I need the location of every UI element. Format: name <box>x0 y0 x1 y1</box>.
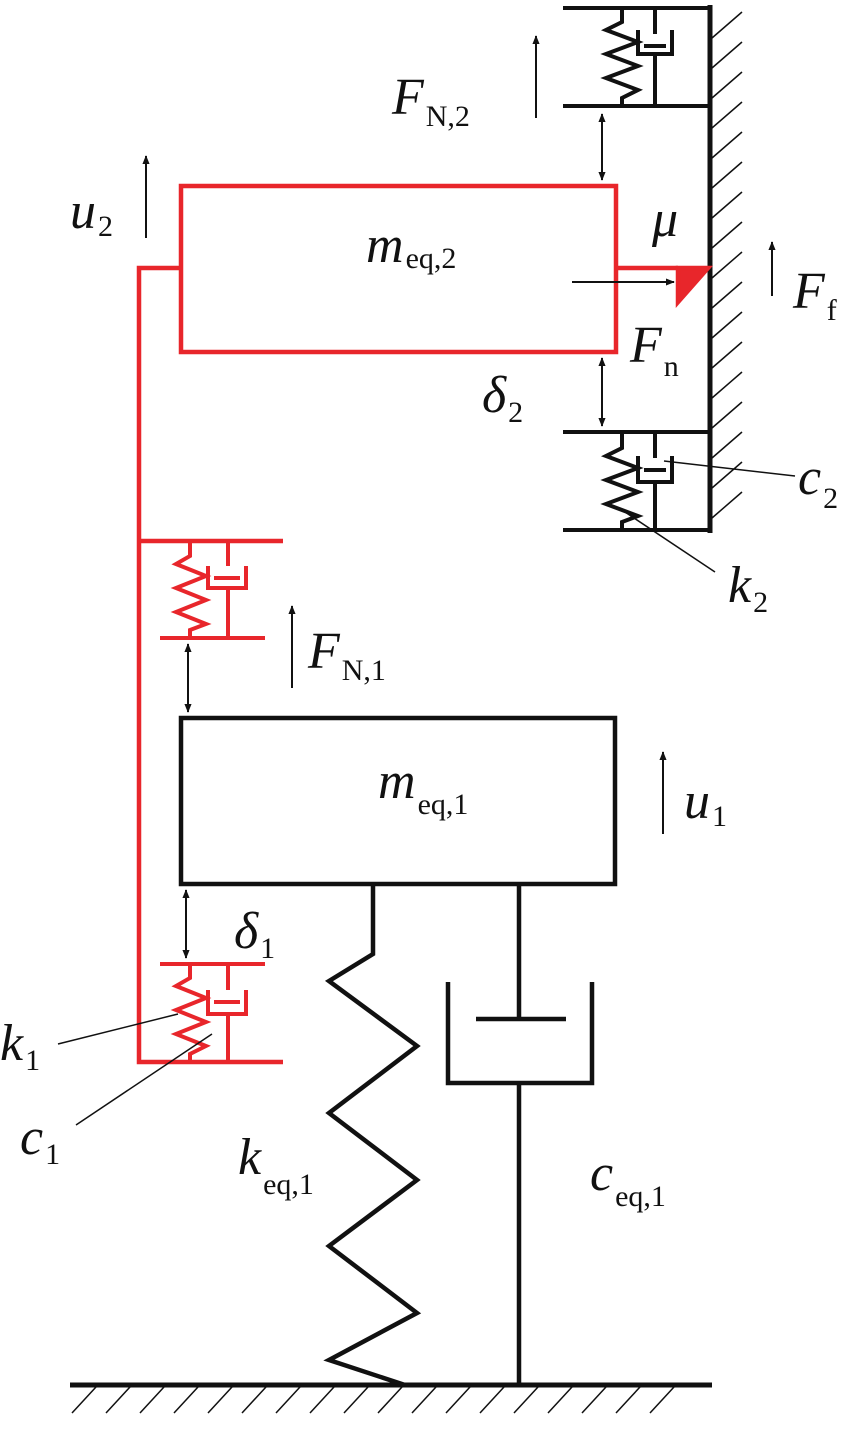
mass-eq-1 <box>178 715 618 887</box>
upper-contact-spring-damper <box>563 6 710 108</box>
ground-hatch <box>139 1386 165 1414</box>
label-fn: Fn <box>629 317 679 383</box>
label-fn2: FN,2 <box>391 69 470 133</box>
wall-hatch <box>711 461 743 489</box>
ground-hatch <box>547 1386 573 1414</box>
labels: meq,2 meq,1 u2 u1 FN,2 FN,1 Ff Fn μ δ2 δ… <box>0 69 838 1213</box>
label-ceq1: ceq,1 <box>590 1145 666 1213</box>
wall-hatch <box>711 311 743 339</box>
damper-ceq-1 <box>445 884 595 1385</box>
wall-hatch <box>711 131 743 159</box>
wall-hatch <box>711 251 743 279</box>
wall-hatch <box>711 161 743 189</box>
ground-hatch <box>581 1386 607 1414</box>
label-k2: k2 <box>728 557 768 619</box>
label-meq2: meq,2 <box>366 217 456 275</box>
ground-hatch <box>445 1386 471 1414</box>
wall-hatch <box>711 11 743 39</box>
label-k1: k1 <box>0 1015 40 1077</box>
wall-hatch <box>711 71 743 99</box>
label-keq1: keq,1 <box>238 1129 314 1201</box>
ground-hatch <box>275 1386 301 1414</box>
label-fn1: FN,1 <box>307 623 386 687</box>
wall-hatch <box>711 491 743 519</box>
wall-hatch <box>711 191 743 219</box>
label-mu: μ <box>651 191 678 248</box>
ground-hatch <box>615 1386 641 1414</box>
wall-hatch <box>711 341 743 369</box>
wall-hatch <box>711 431 743 459</box>
ground-hatch <box>105 1386 131 1414</box>
wall-hatch <box>711 371 743 399</box>
wall-hatch <box>711 101 743 129</box>
ground-hatch <box>309 1386 335 1414</box>
label-delta1: δ1 <box>234 903 275 965</box>
spring-keq-1 <box>323 884 422 1388</box>
mass-eq-1-group <box>178 715 618 887</box>
lower-contact-spring-damper <box>563 430 710 532</box>
wall-hatch <box>711 41 743 69</box>
right-wall <box>707 5 743 533</box>
label-delta2: δ2 <box>482 367 523 429</box>
ground-hatch <box>173 1386 199 1414</box>
ground-hatch <box>649 1386 675 1414</box>
wall-hatch <box>711 281 743 309</box>
label-u1: u1 <box>684 773 727 833</box>
arrows <box>142 35 776 959</box>
label-c2: c2 <box>798 449 838 515</box>
ground-hatch <box>343 1386 369 1414</box>
ground-hatch <box>411 1386 437 1414</box>
ground-hatch <box>513 1386 539 1414</box>
label-c1: c1 <box>20 1109 60 1171</box>
ground <box>70 1382 712 1414</box>
leader-lines <box>57 460 796 1126</box>
label-meq1: meq,1 <box>378 753 468 821</box>
ground-hatch <box>377 1386 403 1414</box>
label-ff: Ff <box>792 263 837 327</box>
ground-hatch <box>207 1386 233 1414</box>
red-contact-spring-damper-upper <box>160 541 265 640</box>
red-contact-spring-damper-lower <box>160 962 265 1062</box>
ground-hatch <box>71 1386 97 1414</box>
ground-hatch <box>241 1386 267 1414</box>
label-u2: u2 <box>70 183 113 243</box>
wall-hatch <box>711 221 743 249</box>
mass-eq-2-frame <box>136 183 713 1065</box>
ground-hatch <box>479 1386 505 1414</box>
wall-hatch <box>711 401 743 429</box>
